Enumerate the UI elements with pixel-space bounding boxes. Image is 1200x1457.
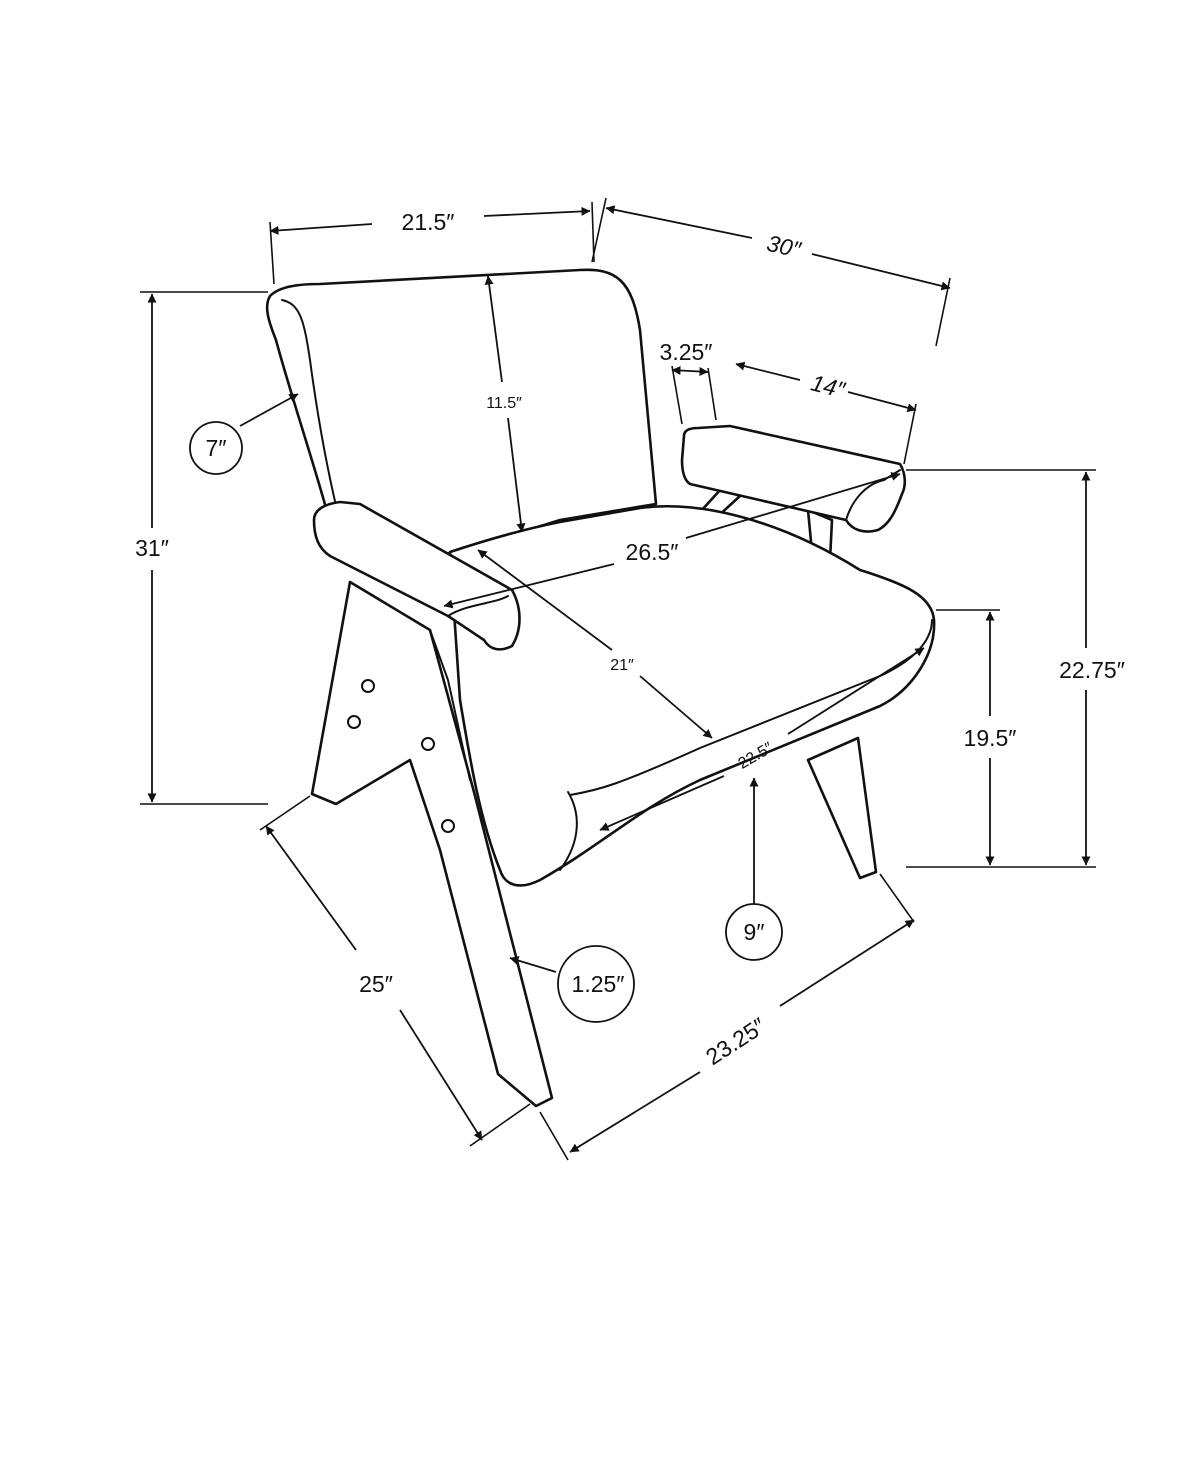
label-overall-depth: 25″ xyxy=(359,971,393,997)
dimension-lines xyxy=(140,197,1096,1161)
chair-drawing xyxy=(265,268,936,1108)
label-leg-thickness: 1.25″ xyxy=(572,971,625,997)
bolt-hole-4 xyxy=(441,819,455,833)
label-overall-width: 30″ xyxy=(764,230,804,263)
callout-circle-7 xyxy=(189,421,243,475)
label-seat-thickness: 9″ xyxy=(744,919,765,945)
bolt-hole-3 xyxy=(421,737,435,751)
label-arm-length: 14″ xyxy=(808,370,848,404)
label-seat-depth: 21″ xyxy=(610,657,634,674)
callout-circle-9 xyxy=(725,903,783,961)
far-armrest-edge xyxy=(845,469,901,521)
label-arm-depth: 3.25″ xyxy=(660,339,713,365)
label-front-width: 23.25″ xyxy=(701,1012,770,1070)
callout-circle-1-25 xyxy=(557,945,635,1023)
near-leg-frame xyxy=(310,580,554,1108)
label-arm-height: 22.75″ xyxy=(1059,657,1125,683)
label-seat-height: 19.5″ xyxy=(964,725,1017,751)
seat-cushion-edge xyxy=(569,619,933,796)
seat-cushion-front xyxy=(559,791,578,871)
near-leg-inner xyxy=(429,629,471,781)
dimension-labels: 21.5″ 30″ 3.25″ 14″ 11.5″ 7″ 31″ 26.5″ 2… xyxy=(135,209,1125,1070)
bolt-hole-2 xyxy=(347,715,361,729)
near-armrest-edge xyxy=(447,595,509,617)
near-armrest xyxy=(312,500,521,651)
bolt-hole-1 xyxy=(361,679,375,693)
far-armrest xyxy=(680,424,907,533)
label-back-width: 21.5″ xyxy=(402,209,455,235)
rear-right-leg xyxy=(806,736,878,880)
label-back-height: 11.5″ xyxy=(486,395,522,412)
seat-cushion xyxy=(448,505,936,887)
label-arm-diagonal: 26.5″ xyxy=(626,539,679,565)
label-back-thickness: 7″ xyxy=(206,435,227,461)
label-overall-height: 31″ xyxy=(135,535,169,561)
